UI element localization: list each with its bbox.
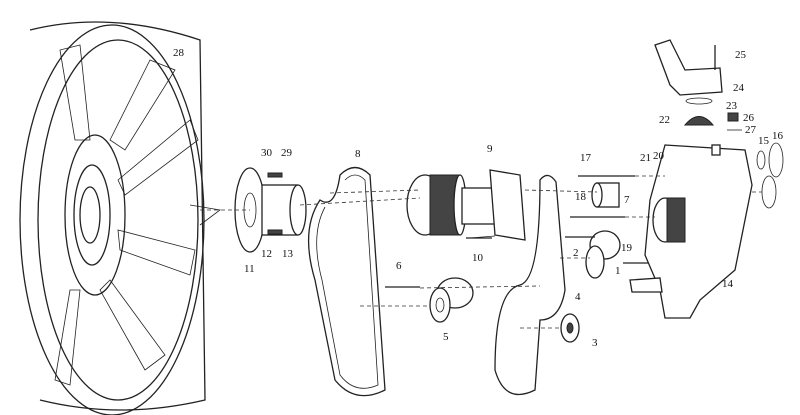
water-pump-housing-14 bbox=[629, 144, 753, 319]
label-29: 29 bbox=[281, 147, 293, 159]
label-1: 1 bbox=[615, 265, 621, 277]
label-26: 26 bbox=[743, 112, 755, 124]
label-18: 18 bbox=[575, 191, 587, 203]
drive-belt-8 bbox=[307, 166, 386, 397]
label-10: 10 bbox=[472, 252, 484, 264]
label-21: 21 bbox=[640, 152, 651, 164]
bolts bbox=[385, 175, 680, 288]
label-30: 30 bbox=[261, 147, 273, 159]
label-23: 23 bbox=[726, 100, 738, 112]
label-11: 11 bbox=[244, 263, 255, 275]
label-27: 27 bbox=[745, 124, 757, 136]
label-3: 3 bbox=[592, 337, 598, 349]
label-19: 19 bbox=[621, 242, 633, 254]
assembly-lines bbox=[200, 175, 762, 329]
pulley-bracket-9 bbox=[406, 169, 526, 241]
label-12: 12 bbox=[261, 248, 272, 260]
tensioner-pulley-5 bbox=[429, 277, 474, 323]
label-8: 8 bbox=[355, 148, 361, 160]
label-9: 9 bbox=[487, 143, 493, 155]
label-24: 24 bbox=[733, 82, 745, 94]
tensioner-1 bbox=[585, 230, 621, 279]
label-28: 28 bbox=[173, 47, 185, 59]
label-15: 15 bbox=[758, 135, 770, 147]
label-5: 5 bbox=[443, 331, 449, 343]
thermostat-cover-24 bbox=[654, 39, 784, 209]
label-13: 13 bbox=[282, 248, 294, 260]
label-25: 25 bbox=[735, 49, 747, 61]
label-7: 7 bbox=[624, 194, 630, 206]
label-14: 14 bbox=[722, 278, 734, 290]
drive-belt-4 bbox=[494, 174, 566, 396]
label-22: 22 bbox=[659, 114, 670, 126]
label-4: 4 bbox=[575, 291, 581, 303]
idler-pulley-3 bbox=[560, 313, 580, 343]
label-17: 17 bbox=[580, 152, 592, 164]
label-16: 16 bbox=[772, 130, 784, 142]
part-labels: 28 25 24 23 26 22 27 15 16 21 20 17 9 8 … bbox=[173, 47, 784, 349]
idler-7 bbox=[591, 182, 620, 208]
label-20: 20 bbox=[653, 150, 665, 162]
label-6: 6 bbox=[396, 260, 402, 272]
label-2: 2 bbox=[573, 247, 579, 259]
fan-assembly bbox=[19, 21, 221, 415]
